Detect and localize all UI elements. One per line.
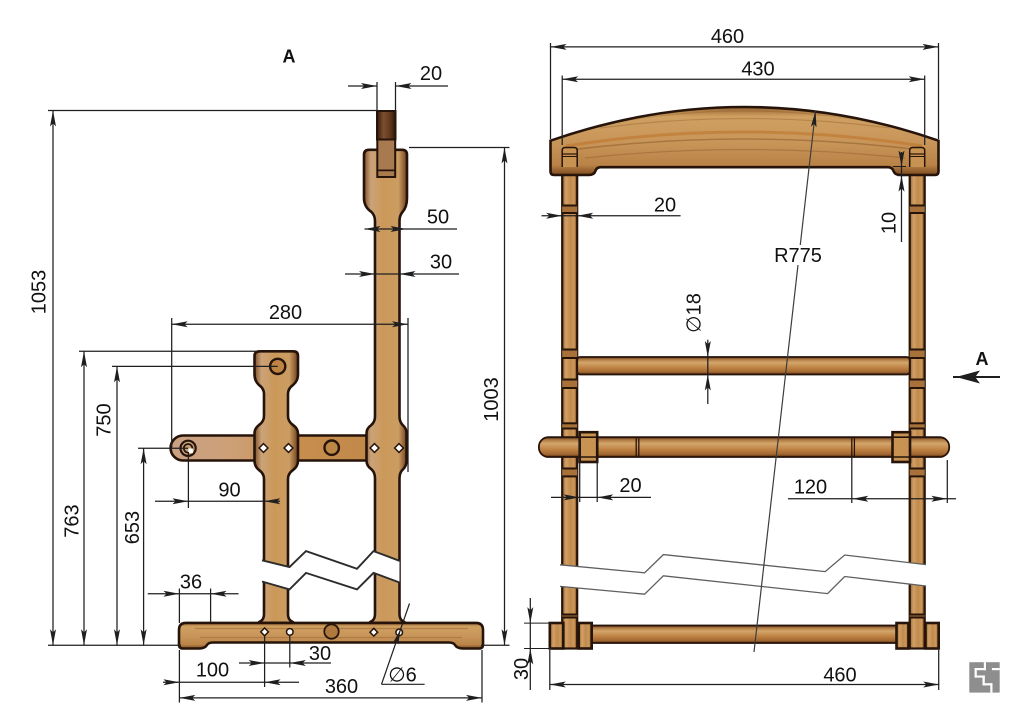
- svg-text:30: 30: [430, 252, 452, 274]
- svg-text:653: 653: [122, 511, 144, 544]
- svg-text:750: 750: [94, 403, 116, 436]
- svg-text:10: 10: [879, 212, 901, 234]
- svg-text:20: 20: [420, 63, 442, 85]
- svg-text:360: 360: [325, 676, 358, 698]
- svg-text:36: 36: [180, 572, 202, 594]
- svg-text:30: 30: [511, 658, 533, 680]
- svg-text:1053: 1053: [29, 270, 51, 315]
- svg-text:763: 763: [62, 504, 84, 537]
- svg-text:A: A: [283, 47, 296, 67]
- svg-text:280: 280: [269, 302, 302, 324]
- svg-text:460: 460: [823, 665, 856, 687]
- svg-text:1003: 1003: [481, 377, 503, 422]
- svg-text:R775: R775: [774, 245, 822, 267]
- svg-text:∅18: ∅18: [684, 293, 706, 333]
- svg-text:460: 460: [711, 26, 744, 48]
- svg-text:90: 90: [218, 480, 240, 502]
- svg-text:120: 120: [794, 477, 827, 499]
- svg-text:∅6: ∅6: [388, 665, 417, 687]
- svg-text:A: A: [976, 349, 989, 369]
- svg-text:430: 430: [741, 59, 774, 81]
- svg-text:30: 30: [309, 643, 331, 665]
- svg-text:100: 100: [196, 660, 229, 682]
- svg-text:50: 50: [427, 207, 449, 229]
- svg-text:20: 20: [654, 195, 676, 217]
- svg-text:20: 20: [619, 475, 641, 497]
